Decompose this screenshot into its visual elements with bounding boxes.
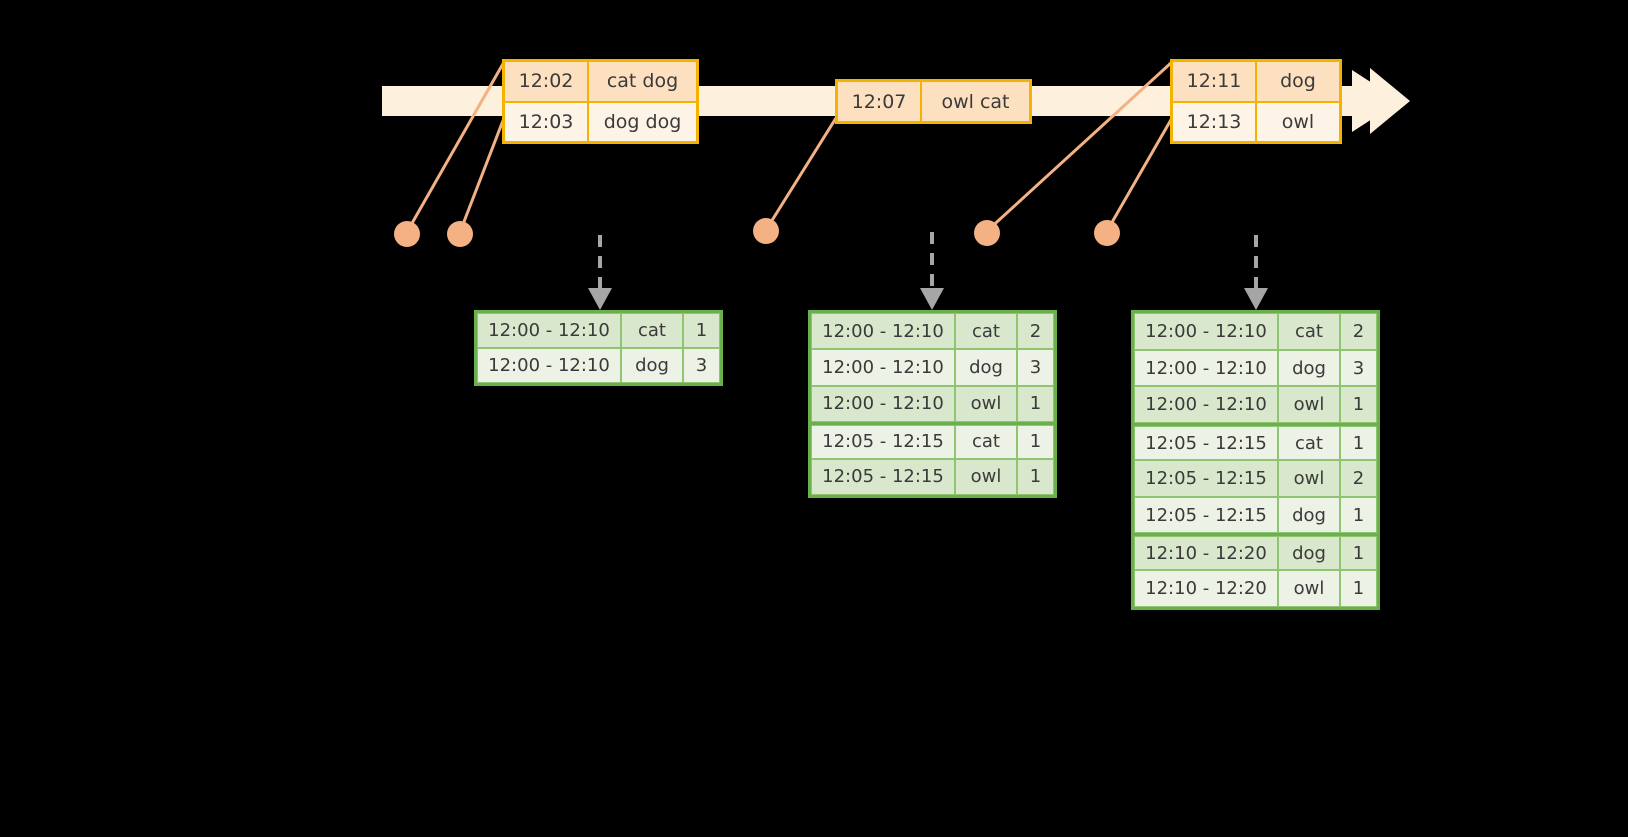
cell-count: 1 <box>1340 570 1377 607</box>
event-box-1: 12:02 cat dog 12:03 dog dog <box>502 59 699 144</box>
cell-word: cat <box>1278 426 1340 460</box>
cell-window: 12:00 - 12:10 <box>477 313 621 348</box>
cell-count: 1 <box>1340 426 1377 460</box>
event-row: 12:13 owl <box>1173 100 1339 141</box>
cell-count: 3 <box>683 348 720 383</box>
cell-word: owl <box>955 385 1017 423</box>
table-row: 12:00 - 12:10 cat 2 <box>811 313 1054 350</box>
table-row: 12:00 - 12:10 cat 2 <box>1134 313 1377 350</box>
table-row: 12:10 - 12:20 dog 1 <box>1134 533 1377 571</box>
table-row: 12:05 - 12:15 owl 2 <box>1134 460 1377 497</box>
result-table-1: 12:00 - 12:10 cat 1 12:00 - 12:10 dog 3 <box>474 310 723 386</box>
cell-window: 12:00 - 12:10 <box>1134 313 1278 350</box>
cell-word: cat <box>955 425 1017 459</box>
cell-count: 1 <box>1017 385 1054 423</box>
event-box-2: 12:07 owl cat <box>835 79 1032 124</box>
table-row: 12:05 - 12:15 cat 1 <box>1134 423 1377 460</box>
cell-window: 12:00 - 12:10 <box>1134 349 1278 387</box>
cell-count: 1 <box>1340 536 1377 571</box>
cell-word: cat <box>621 313 683 348</box>
table-row: 12:05 - 12:15 cat 1 <box>811 422 1054 459</box>
cell-window: 12:05 - 12:15 <box>1134 496 1278 534</box>
cell-word: cat <box>1278 313 1340 350</box>
table-row: 12:00 - 12:10 dog 3 <box>1134 349 1377 387</box>
cell-window: 12:00 - 12:10 <box>811 313 955 350</box>
table-arrow-1 <box>588 235 612 310</box>
table-arrows <box>588 232 1268 310</box>
cell-count: 2 <box>1340 460 1377 497</box>
cell-word: owl <box>1278 570 1340 607</box>
table-row: 12:00 - 12:10 owl 1 <box>1134 386 1377 424</box>
event-words: owl <box>1281 110 1315 133</box>
cell-count: 1 <box>1340 496 1377 534</box>
event-row: 12:02 cat dog <box>505 62 696 101</box>
table-row: 12:00 - 12:10 dog 3 <box>477 348 720 383</box>
event-words: cat dog <box>606 70 679 93</box>
table-row: 12:05 - 12:15 dog 1 <box>1134 496 1377 534</box>
cell-word: dog <box>1278 536 1340 571</box>
cell-count: 2 <box>1340 313 1377 350</box>
event-time: 12:02 <box>505 62 589 101</box>
cell-count: 1 <box>1017 458 1054 495</box>
event-dots <box>394 218 1120 247</box>
event-time: 12:07 <box>838 82 922 121</box>
cell-window: 12:00 - 12:10 <box>811 385 955 423</box>
table-arrow-2 <box>920 232 944 310</box>
cell-word: dog <box>1278 496 1340 534</box>
cell-word: cat <box>955 313 1017 350</box>
cell-count: 3 <box>1340 349 1377 387</box>
cell-window: 12:05 - 12:15 <box>1134 426 1278 460</box>
cell-count: 1 <box>683 313 720 348</box>
cell-count: 1 <box>1340 386 1377 424</box>
cell-word: dog <box>621 348 683 383</box>
event-row: 12:11 dog <box>1173 62 1339 101</box>
cell-word: dog <box>1278 349 1340 387</box>
event-words: dog <box>1280 70 1316 93</box>
event-row: 12:03 dog dog <box>505 100 696 141</box>
event-words: owl cat <box>941 90 1010 113</box>
cell-window: 12:00 - 12:10 <box>811 349 955 386</box>
event-dot-2 <box>447 221 473 247</box>
cell-word: owl <box>1278 386 1340 424</box>
event-dot-1 <box>394 221 420 247</box>
cell-word: owl <box>955 458 1017 495</box>
cell-window: 12:05 - 12:15 <box>1134 460 1278 497</box>
event-time: 12:13 <box>1173 102 1257 141</box>
cell-window: 12:05 - 12:15 <box>811 458 955 495</box>
result-table-2: 12:00 - 12:10 cat 2 12:00 - 12:10 dog 3 … <box>808 310 1057 498</box>
event-time: 12:11 <box>1173 62 1257 101</box>
event-connector-lines <box>405 60 1174 234</box>
cell-word: owl <box>1278 460 1340 497</box>
result-table-3: 12:00 - 12:10 cat 2 12:00 - 12:10 dog 3 … <box>1131 310 1380 610</box>
cell-window: 12:10 - 12:20 <box>1134 536 1278 571</box>
cell-window: 12:05 - 12:15 <box>811 425 955 459</box>
table-row: 12:05 - 12:15 owl 1 <box>811 458 1054 495</box>
cell-window: 12:10 - 12:20 <box>1134 570 1278 607</box>
cell-count: 1 <box>1017 425 1054 459</box>
cell-count: 3 <box>1017 349 1054 386</box>
table-row: 12:00 - 12:10 cat 1 <box>477 313 720 348</box>
event-dot-5 <box>1094 220 1120 246</box>
event-words: dog dog <box>603 110 682 133</box>
event-row: 12:07 owl cat <box>838 82 1029 121</box>
cell-window: 12:00 - 12:10 <box>1134 386 1278 424</box>
cell-count: 2 <box>1017 313 1054 350</box>
table-row: 12:00 - 12:10 owl 1 <box>811 385 1054 423</box>
event-dot-3 <box>753 218 779 244</box>
cell-window: 12:00 - 12:10 <box>477 348 621 383</box>
event-dot-4 <box>974 220 1000 246</box>
table-row: 12:00 - 12:10 dog 3 <box>811 349 1054 386</box>
cell-word: dog <box>955 349 1017 386</box>
table-arrow-3 <box>1244 235 1268 310</box>
event-time: 12:03 <box>505 102 589 141</box>
event-box-3: 12:11 dog 12:13 owl <box>1170 59 1342 144</box>
table-row: 12:10 - 12:20 owl 1 <box>1134 570 1377 607</box>
